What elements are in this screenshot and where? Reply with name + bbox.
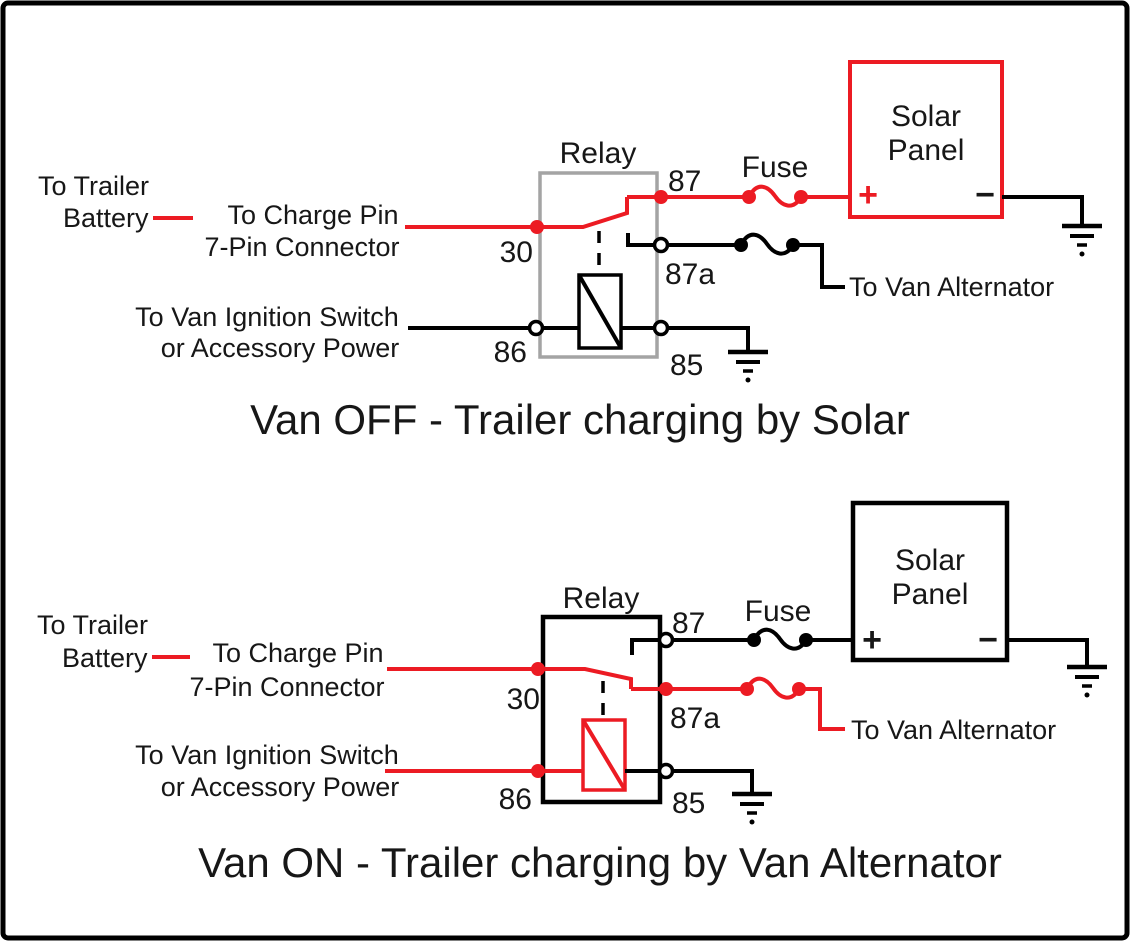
van-off-title: Van OFF - Trailer charging by Solar xyxy=(250,396,910,443)
ignition-label-line1: To Van Ignition Switch xyxy=(135,740,399,770)
solar-plus-terminal-label: + xyxy=(862,621,882,659)
ignition-label-line2: or Accessory Power xyxy=(161,333,400,363)
terminal-85-label: 85 xyxy=(672,787,705,820)
ground-symbol xyxy=(732,791,772,825)
ground-symbol xyxy=(728,349,768,383)
terminal-87-dot xyxy=(654,190,668,204)
terminal-87a-label: 87a xyxy=(670,702,720,735)
relay-coil xyxy=(581,718,627,792)
ground-dot xyxy=(749,819,755,825)
contact-87a-stub xyxy=(626,233,653,247)
relay-coil xyxy=(577,273,623,350)
ground-dot xyxy=(745,377,751,383)
wire-solar-minus-to-ground xyxy=(1002,195,1084,224)
terminal-87a-dot xyxy=(659,682,673,696)
solar-panel-box xyxy=(848,60,1004,219)
ground-dot xyxy=(1079,251,1085,257)
relay-coil-diagonal xyxy=(577,274,623,349)
relay-label: Relay xyxy=(563,582,640,615)
terminal-87a-label: 87a xyxy=(665,258,715,291)
terminal-85-circle xyxy=(657,762,675,780)
charge-pin-label-line1: To Charge Pin xyxy=(212,638,383,668)
terminal-30-label: 30 xyxy=(507,683,540,716)
terminal-30-label: 30 xyxy=(500,236,533,269)
solar-panel-box xyxy=(850,500,1010,663)
terminal-86-dot xyxy=(531,764,545,778)
terminal-86-label: 86 xyxy=(499,783,532,816)
terminal-30-dot xyxy=(531,662,545,676)
terminal-30-dot xyxy=(530,220,544,234)
trailer-battery-label-line1: To Trailer xyxy=(37,610,148,640)
terminal-86-label: 86 xyxy=(494,336,527,369)
fuse-label: Fuse xyxy=(745,595,812,628)
ground-symbol xyxy=(1067,664,1107,698)
solar-plus-terminal-label: + xyxy=(858,176,878,214)
fuse-symbol-alternator xyxy=(740,676,806,700)
solar-panel-label-line2: Panel xyxy=(892,578,969,611)
ignition-label-line2: or Accessory Power xyxy=(161,772,400,802)
solar-panel: Solar Panel + − xyxy=(848,60,1004,219)
relay-box xyxy=(538,171,659,359)
charge-pin-label-line2: 7-Pin Connector xyxy=(204,232,399,262)
ground-symbol xyxy=(1062,223,1102,257)
charge-pin-label-line2: 7-Pin Connector xyxy=(189,672,384,702)
wire-85-to-ground xyxy=(668,326,750,351)
van-alternator-label: To Van Alternator xyxy=(851,715,1056,745)
solar-minus-terminal-label: − xyxy=(975,176,995,214)
trailer-battery-label-line1: To Trailer xyxy=(38,171,149,201)
trailer-battery-label-line2: Battery xyxy=(63,203,149,233)
fuse-symbol-solar xyxy=(742,184,808,208)
fuse-wave xyxy=(739,232,795,256)
terminal-87-label: 87 xyxy=(668,165,701,198)
ground-dot xyxy=(1084,692,1090,698)
trailer-battery-label-line2: Battery xyxy=(62,643,148,673)
terminal-85-circle xyxy=(652,319,670,337)
relay-label: Relay xyxy=(560,137,637,170)
terminal-87a-circle xyxy=(652,236,670,254)
wire-to-van-alternator xyxy=(799,687,845,731)
relay-box xyxy=(540,614,663,805)
fuse-label: Fuse xyxy=(742,151,809,184)
solar-minus-terminal-label: − xyxy=(978,621,998,659)
charge-pin-label-line1: To Charge Pin xyxy=(227,200,398,230)
solar-panel-label-line1: Solar xyxy=(891,100,961,133)
solar-panel-label-line1: Solar xyxy=(895,544,965,577)
solar-panel: Solar Panel + − xyxy=(850,500,1010,663)
wire-to-van-alternator xyxy=(793,243,845,289)
diagram-van-off: To Trailer Battery To Charge Pin 7-Pin C… xyxy=(38,60,1102,443)
fuse-wave xyxy=(747,184,803,208)
relay-coil-diagonal xyxy=(581,718,627,792)
ignition-label-line1: To Van Ignition Switch xyxy=(135,302,399,332)
fuse-symbol-solar xyxy=(747,627,813,651)
van-alternator-label: To Van Alternator xyxy=(849,272,1054,302)
wire-85-to-ground xyxy=(673,769,754,793)
contact-87-stub xyxy=(630,638,659,655)
terminal-85-label: 85 xyxy=(670,349,703,382)
terminal-87-label: 87 xyxy=(672,607,705,640)
wire-30-switch-arm xyxy=(387,667,633,689)
fuse-wave xyxy=(752,627,808,651)
wire-30-switch-arm xyxy=(405,197,629,229)
van-on-title: Van ON - Trailer charging by Van Alterna… xyxy=(198,839,1002,886)
fuse-wave xyxy=(745,676,801,700)
terminal-86-circle xyxy=(527,319,545,337)
fuse-symbol-alternator xyxy=(734,232,800,256)
terminal-87-circle xyxy=(657,631,675,649)
wire-solar-minus-to-ground xyxy=(1007,638,1089,666)
diagram-van-on: To Trailer Battery To Charge Pin 7-Pin C… xyxy=(37,500,1107,886)
solar-panel-label-line2: Panel xyxy=(888,134,965,167)
